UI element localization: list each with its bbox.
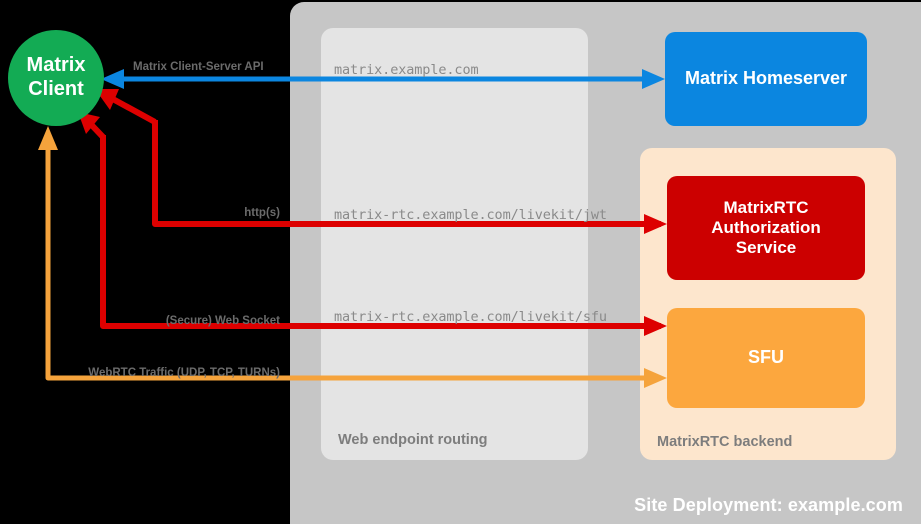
edge-label-matrix-client-server-api: Matrix Client-Server API xyxy=(133,61,264,73)
url-label-livekit-jwt: matrix-rtc.example.com/livekit/jwt xyxy=(334,207,607,223)
auth-service-label-line3: Service xyxy=(735,238,797,258)
site-deployment-label: Site Deployment: example.com xyxy=(634,495,903,515)
auth-service-label-line2: Authorization xyxy=(711,217,821,237)
matrix-homeserver-label: Matrix Homeserver xyxy=(684,68,848,89)
node-sfu[interactable]: SFU xyxy=(667,308,865,408)
container-web-endpoint-routing: Web endpoint routing xyxy=(321,28,588,460)
matrixrtc-backend-label: MatrixRTC backend xyxy=(657,434,793,450)
node-matrix-client[interactable]: Matrix Client xyxy=(8,30,104,126)
edge-label-webrtc-traffic: WebRTC Traffic (UDP, TCP, TURNs) xyxy=(88,367,280,379)
node-matrixrtc-authorization-service[interactable]: MatrixRTC Authorization Service xyxy=(667,176,865,280)
edge-label-secure-web-socket: (Secure) Web Socket xyxy=(165,315,280,327)
url-label-livekit-sfu: matrix-rtc.example.com/livekit/sfu xyxy=(334,309,607,325)
node-matrix-homeserver[interactable]: Matrix Homeserver xyxy=(665,32,867,126)
matrix-client-label-line2: Client xyxy=(28,78,84,100)
url-label-matrix-example-com: matrix.example.com xyxy=(334,62,479,78)
edge-label-https: http(s) xyxy=(244,207,280,219)
auth-service-label-line1: MatrixRTC xyxy=(723,197,809,217)
web-endpoint-routing-label: Web endpoint routing xyxy=(338,432,488,448)
matrix-client-label-line1: Matrix xyxy=(26,54,86,77)
sfu-label: SFU xyxy=(748,347,784,368)
